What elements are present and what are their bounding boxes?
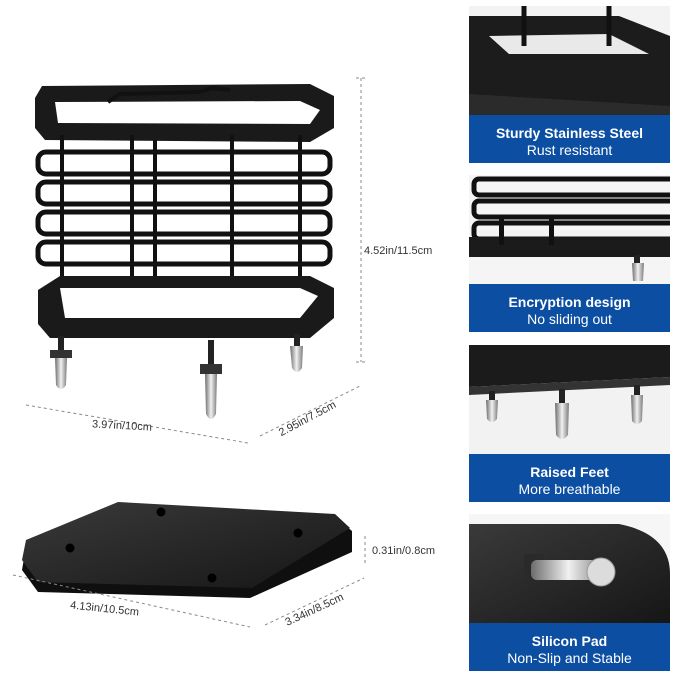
- silicone-pad: [22, 502, 352, 598]
- feature-caption: Raised Feet More breathable: [469, 454, 670, 502]
- basket-base-tray: [38, 276, 334, 338]
- feature-caption: Sturdy Stainless Steel Rust resistant: [469, 115, 670, 163]
- pad-thickness-label: 0.31in/0.8cm: [372, 545, 435, 557]
- feature-panel-raised-feet: Raised Feet More breathable: [469, 345, 670, 502]
- feature-subtitle: No sliding out: [527, 311, 612, 327]
- basket-top-frame: [35, 84, 334, 142]
- feature-title: Sturdy Stainless Steel: [495, 125, 644, 141]
- feature-subtitle: More breathable: [518, 481, 621, 497]
- feature-panel-silicon-pad: Silicon Pad Non-Slip and Stable: [469, 514, 670, 671]
- feature-title: Silicon Pad: [531, 633, 608, 649]
- feature-subtitle: Rust resistant: [526, 142, 613, 158]
- stainless-steel-closeup-image: [469, 6, 670, 115]
- silicon-pad-closeup-image: [469, 514, 670, 623]
- feature-title: Raised Feet: [530, 464, 609, 480]
- feature-title: Encryption design: [508, 294, 631, 310]
- dimension-lines: [12, 77, 366, 628]
- basket-wire-rings: [35, 149, 333, 267]
- feature-caption: Silicon Pad Non-Slip and Stable: [469, 623, 670, 671]
- height-dimension-label: 4.52in/11.5cm: [364, 245, 433, 257]
- feature-panel-stainless-steel: Sturdy Stainless Steel Rust resistant: [469, 6, 670, 163]
- basket-feet: [50, 334, 303, 419]
- feature-caption: Encryption design No sliding out: [469, 284, 670, 332]
- feature-subtitle: Non-Slip and Stable: [507, 650, 632, 666]
- wire-frame-closeup-image: [469, 175, 670, 284]
- feature-panel-encryption-design: Encryption design No sliding out: [469, 175, 670, 332]
- raised-feet-closeup-image: [469, 345, 670, 454]
